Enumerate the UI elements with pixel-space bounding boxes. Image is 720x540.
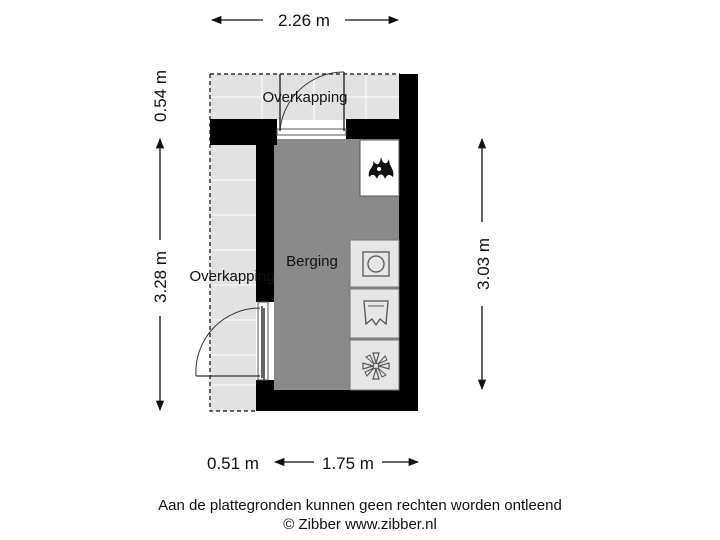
fan-unit: [349, 339, 400, 391]
dryer-icon: [362, 251, 390, 277]
dimension-left-top: 0.54 m: [151, 70, 170, 122]
dimension-right: 3.03 m: [474, 137, 493, 391]
washer-unit: [349, 288, 400, 339]
dimension-top: 2.26 m: [210, 11, 400, 30]
canopy-top-label: Overkapping: [262, 89, 347, 106]
left-door: [195, 301, 269, 381]
dimension-left: 3.28 m: [151, 137, 170, 412]
storage-label: Berging: [286, 253, 338, 270]
dimension-bottom-label: 1.75 m: [322, 454, 374, 473]
boiler-unit: [359, 139, 400, 197]
canopy-left-label: Overkapping: [189, 268, 274, 285]
dimension-bottom: 0.51 m 1.75 m: [207, 454, 420, 473]
canopy-left-area: [210, 145, 256, 411]
dimension-left-label: 3.28 m: [151, 251, 170, 303]
dimension-left-top-label: 0.54 m: [151, 70, 170, 122]
footer-disclaimer: Aan de plattegronden kunnen geen rechten…: [158, 497, 562, 514]
washing-machine-icon: [363, 300, 389, 327]
footer-copyright: © Zibber www.zibber.nl: [283, 516, 437, 533]
canopy-outline: [209, 73, 400, 412]
walls: [210, 74, 418, 411]
dimension-top-label: 2.26 m: [278, 11, 330, 30]
top-door: [276, 71, 347, 136]
flame-icon: [368, 157, 394, 179]
dimension-right-label: 3.03 m: [474, 238, 493, 290]
dimension-bottom-left-label: 0.51 m: [207, 454, 259, 473]
fan-icon: [362, 352, 390, 380]
canopy-top-area: [210, 74, 400, 120]
dryer-unit: [349, 239, 400, 288]
